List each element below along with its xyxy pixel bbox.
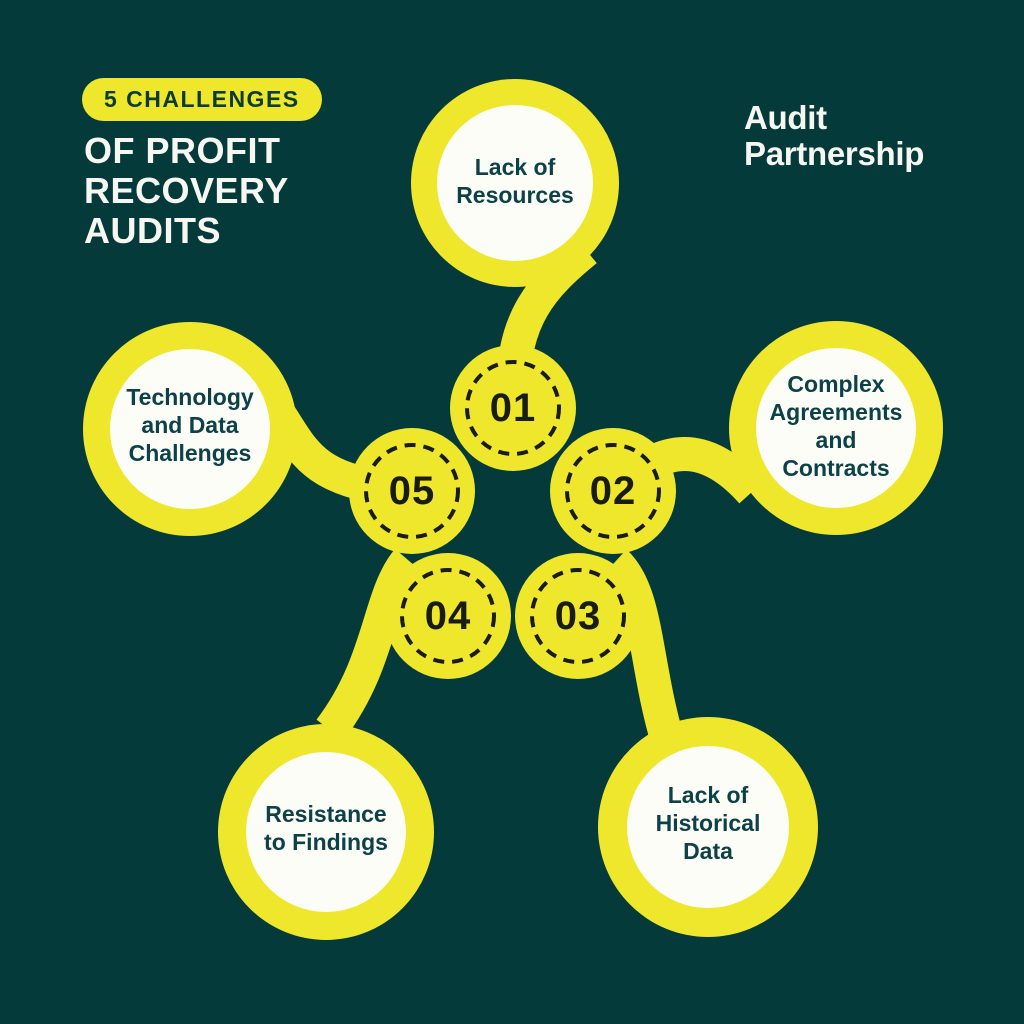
node-number-05: 05 — [388, 469, 436, 513]
node-dashed-ring-04 — [400, 568, 496, 664]
node-dashed-ring-01 — [465, 360, 561, 456]
bubble-fill-04 — [246, 752, 406, 912]
node-dashed-ring-03 — [530, 568, 626, 664]
brand-logo: Audit Partnership — [744, 99, 925, 172]
bubble-fills — [110, 105, 916, 912]
page-title: OF PROFIT RECOVERY AUDITS — [84, 130, 289, 251]
node-number-02: 02 — [589, 469, 637, 513]
node-number-04: 04 — [424, 594, 472, 638]
bubble-fill-02 — [756, 348, 916, 508]
bubble-fill-03 — [627, 746, 789, 908]
node-number-03: 03 — [554, 594, 602, 638]
bubble-label-lack-of-historical-data: Lack of Historical Data — [655, 782, 761, 864]
node-number-01: 01 — [489, 386, 537, 430]
node-dashed-rings — [364, 360, 661, 664]
bubble-label-lack-of-resources: Lack of Resources — [456, 154, 574, 208]
bubble-fill-05 — [110, 349, 270, 509]
bubble-label-resistance-to-findings: Resistance to Findings — [264, 801, 388, 855]
challenges-badge: 5 CHALLENGES — [82, 78, 322, 121]
bubble-label-technology-data-challenges: Technology and Data Challenges — [126, 384, 254, 466]
bubble-label-complex-agreements: Complex Agreements and Contracts — [769, 371, 903, 481]
node-dashed-ring-02 — [565, 443, 661, 539]
connector-04 — [316, 548, 422, 741]
connector-lines — [262, 236, 765, 747]
bubble-fill-01 — [437, 105, 593, 261]
node-dashed-ring-05 — [364, 443, 460, 539]
